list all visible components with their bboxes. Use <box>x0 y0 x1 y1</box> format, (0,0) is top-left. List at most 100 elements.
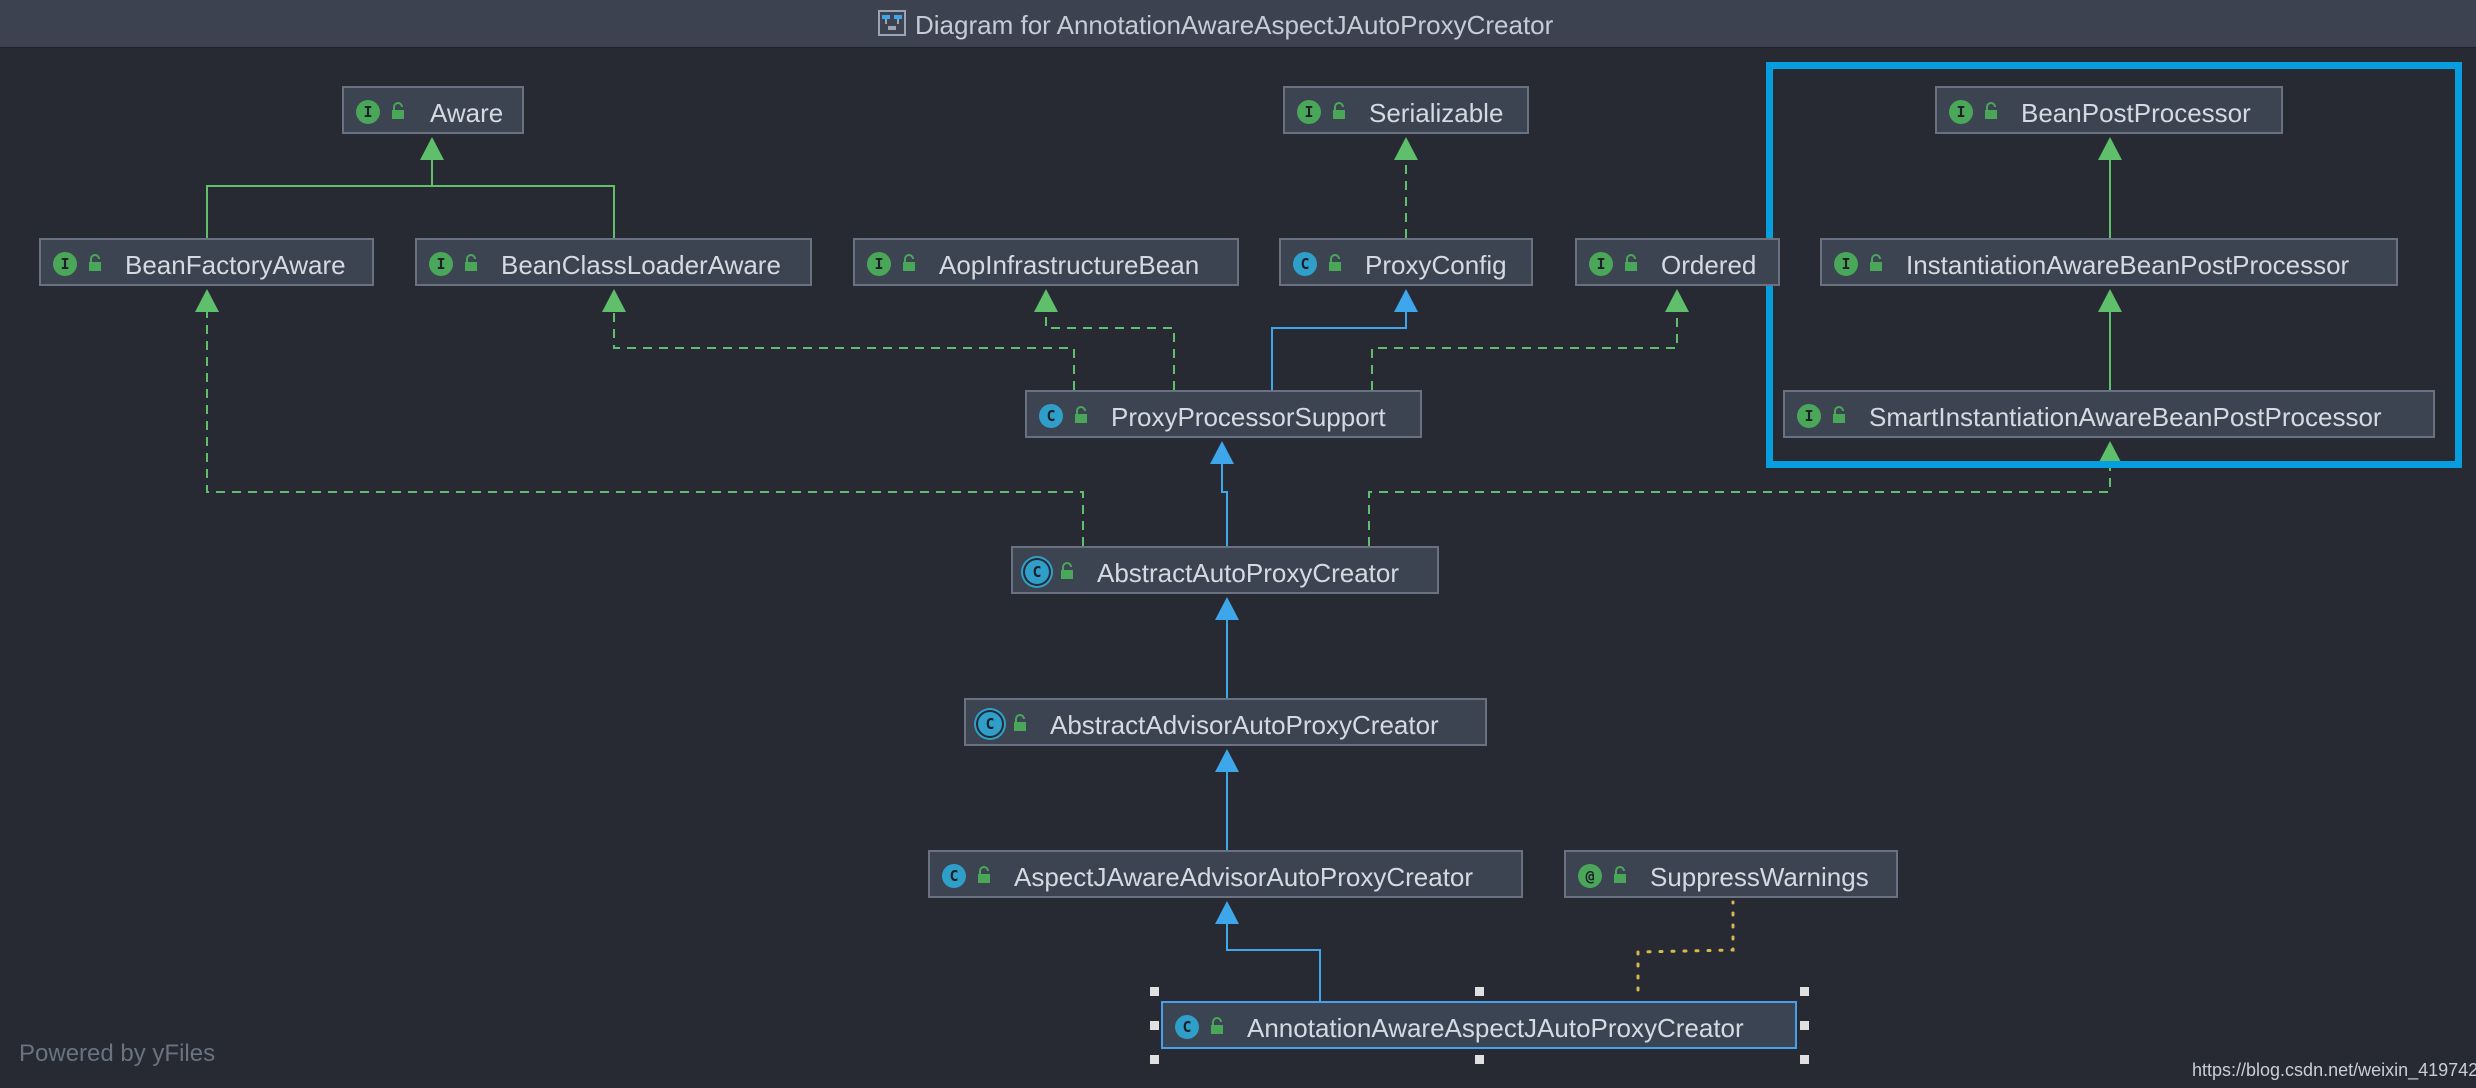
node-aop-infrastructure-bean[interactable]: I AopInfrastructureBean <box>853 238 1239 286</box>
class-extends-edges <box>1221 310 1407 1002</box>
node-serializable[interactable]: I Serializable <box>1283 86 1529 134</box>
selection-handle[interactable] <box>1800 1021 1809 1030</box>
edge-aapc-pps <box>1221 462 1228 546</box>
selection-handle[interactable] <box>1150 1055 1159 1064</box>
interface-icon: I <box>1949 100 1973 124</box>
annotation-icon: @ <box>1578 864 1602 888</box>
node-label: Ordered <box>1661 250 1757 280</box>
public-lock-icon <box>978 866 990 883</box>
interface-arrowheads <box>195 137 2122 464</box>
node-label: SuppressWarnings <box>1650 862 1869 892</box>
node-label: BeanFactoryAware <box>125 250 346 280</box>
abstract-class-icon: C <box>1025 560 1049 584</box>
selection-handle[interactable] <box>1150 1021 1159 1030</box>
selection-handle[interactable] <box>1475 987 1484 996</box>
implements-edges <box>206 158 2111 546</box>
arrowhead-instantiationaware <box>2098 289 2122 312</box>
public-lock-icon <box>1061 562 1073 579</box>
interface-icon: I <box>356 100 380 124</box>
edge-pps-aopinfrastructurebean <box>1045 310 1175 390</box>
node-smart-instantiation-aware-bpp[interactable]: I SmartInstantiationAwareBeanPostProcess… <box>1783 390 2435 438</box>
edge-beanclassloaderaware-aware <box>432 185 615 238</box>
interface-icon: I <box>429 252 453 276</box>
public-lock-icon <box>1329 254 1341 271</box>
edge-pps-ordered <box>1371 310 1678 390</box>
node-bean-class-loader-aware[interactable]: I BeanClassLoaderAware <box>415 238 812 286</box>
node-aspectj-aware-advisor-auto-proxy-creator[interactable]: C AspectJAwareAdvisorAutoProxyCreator <box>928 850 1523 898</box>
node-bean-post-processor[interactable]: I BeanPostProcessor <box>1935 86 2283 134</box>
public-lock-icon <box>89 254 101 271</box>
arrowhead-pps <box>1210 441 1234 464</box>
diagram-icon <box>878 10 906 36</box>
node-suppress-warnings[interactable]: @ SuppressWarnings <box>1564 850 1898 898</box>
selection-handle[interactable] <box>1150 987 1159 996</box>
node-abstract-advisor-auto-proxy-creator[interactable]: C AbstractAdvisorAutoProxyCreator <box>964 698 1487 746</box>
arrowhead-proxyconfig <box>1394 289 1418 312</box>
watermark: https://blog.csdn.net/weixin_41974269 <box>2192 1060 2476 1080</box>
node-proxy-processor-support[interactable]: C ProxyProcessorSupport <box>1025 390 1422 438</box>
abstract-class-icon: C <box>978 712 1002 736</box>
class-icon: C <box>1175 1015 1199 1039</box>
node-label: InstantiationAwareBeanPostProcessor <box>1906 250 2350 280</box>
edge-pps-beanclassloaderaware <box>613 310 1075 390</box>
public-lock-icon <box>392 102 404 119</box>
public-lock-icon <box>903 254 915 271</box>
interface-icon: I <box>1797 404 1821 428</box>
selection-handle[interactable] <box>1800 987 1809 996</box>
arrowhead-smartinstantiation <box>2098 441 2122 464</box>
node-label: AopInfrastructureBean <box>939 250 1200 280</box>
class-icon: C <box>1039 404 1063 428</box>
edge-annotation-ajaaapc <box>1226 922 1321 1002</box>
edge-beanfactoryaware-aware <box>206 158 433 238</box>
edge-annotation-suppresswarnings <box>1636 900 1735 992</box>
node-label: AnnotationAwareAspectJAutoProxyCreator <box>1247 1013 1744 1043</box>
node-label: AbstractAutoProxyCreator <box>1097 558 1400 588</box>
class-icon: C <box>1293 252 1317 276</box>
node-instantiation-aware-bpp[interactable]: I InstantiationAwareBeanPostProcessor <box>1820 238 2398 286</box>
node-label: Serializable <box>1369 98 1504 128</box>
public-lock-icon <box>1211 1017 1223 1034</box>
selection-handle[interactable] <box>1800 1055 1809 1064</box>
node-aware[interactable]: I Aware <box>342 86 524 134</box>
class-icon: C <box>942 864 966 888</box>
arrowhead-beanclassloaderaware <box>602 289 626 312</box>
node-label: BeanClassLoaderAware <box>501 250 781 280</box>
interface-extends-edges <box>206 158 2111 390</box>
node-label: SmartInstantiationAwareBeanPostProcessor <box>1869 402 2382 432</box>
node-label: AspectJAwareAdvisorAutoProxyCreator <box>1014 862 1474 892</box>
public-lock-icon <box>1333 102 1345 119</box>
arrowhead-aopinfrastructurebean <box>1034 289 1058 312</box>
public-lock-icon <box>1014 714 1026 731</box>
window-title: Diagram for AnnotationAwareAspectJAutoPr… <box>915 10 1554 40</box>
interface-icon: I <box>53 252 77 276</box>
node-abstract-auto-proxy-creator[interactable]: C AbstractAutoProxyCreator <box>1011 546 1439 594</box>
edge-pps-proxyconfig <box>1271 310 1407 390</box>
arrowhead-aware <box>420 137 444 160</box>
public-lock-icon <box>1075 406 1087 423</box>
arrowhead-aapc <box>1215 597 1239 620</box>
class-arrowheads <box>1210 289 1418 924</box>
arrowhead-bpp <box>2098 137 2122 160</box>
node-label: BeanPostProcessor <box>2021 98 2251 128</box>
title-bar: Diagram for AnnotationAwareAspectJAutoPr… <box>0 0 2476 48</box>
edge-aapc-beanfactoryaware <box>206 310 1084 546</box>
node-ordered[interactable]: I Ordered <box>1575 238 1780 286</box>
arrowhead-serializable <box>1394 137 1418 160</box>
node-label: AbstractAdvisorAutoProxyCreator <box>1050 710 1439 740</box>
arrowhead-ajaaapc <box>1215 901 1239 924</box>
selection-handle[interactable] <box>1475 1055 1484 1064</box>
interface-icon: I <box>1589 252 1613 276</box>
node-bean-factory-aware[interactable]: I BeanFactoryAware <box>39 238 374 286</box>
node-label: ProxyConfig <box>1365 250 1507 280</box>
node-proxy-config[interactable]: C ProxyConfig <box>1279 238 1533 286</box>
public-lock-icon <box>1614 866 1626 883</box>
interface-icon: I <box>1834 252 1858 276</box>
powered-by-label: Powered by yFiles <box>19 1040 216 1067</box>
arrowhead-ordered <box>1665 289 1689 312</box>
public-lock-icon <box>465 254 477 271</box>
edge-aapc-smartinstantiation <box>1368 462 2111 546</box>
public-lock-icon <box>1985 102 1997 119</box>
node-annotation-aware-aspectj-auto-proxy-creator[interactable]: C AnnotationAwareAspectJAutoProxyCreator <box>1161 1001 1797 1049</box>
public-lock-icon <box>1870 254 1882 271</box>
